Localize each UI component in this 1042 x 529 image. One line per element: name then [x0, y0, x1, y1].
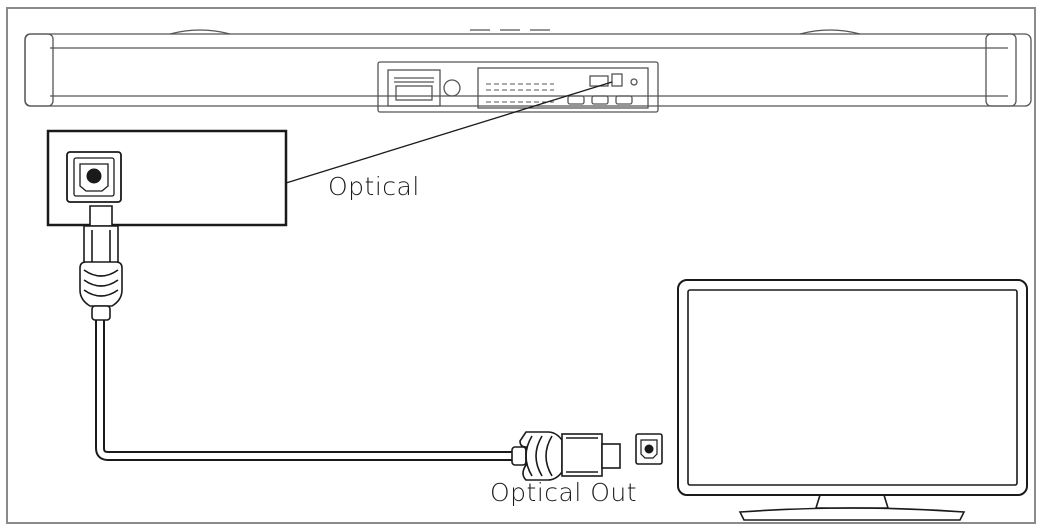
- optical-port-icon: [635, 433, 663, 465]
- tv-illustration: [677, 279, 1028, 521]
- tv-optical-out-label: Optical Out: [490, 478, 638, 507]
- callout-leader-line: [285, 81, 613, 184]
- optical-port-callout-box: [46, 129, 288, 227]
- optical-plug-icon: [511, 431, 621, 481]
- diagram-frame: [6, 7, 1036, 524]
- optical-port-icon: [66, 151, 122, 203]
- optical-plug-icon: [79, 205, 123, 321]
- soundbar-illustration: [24, 29, 1032, 113]
- soundbar-optical-label: Optical: [328, 172, 420, 201]
